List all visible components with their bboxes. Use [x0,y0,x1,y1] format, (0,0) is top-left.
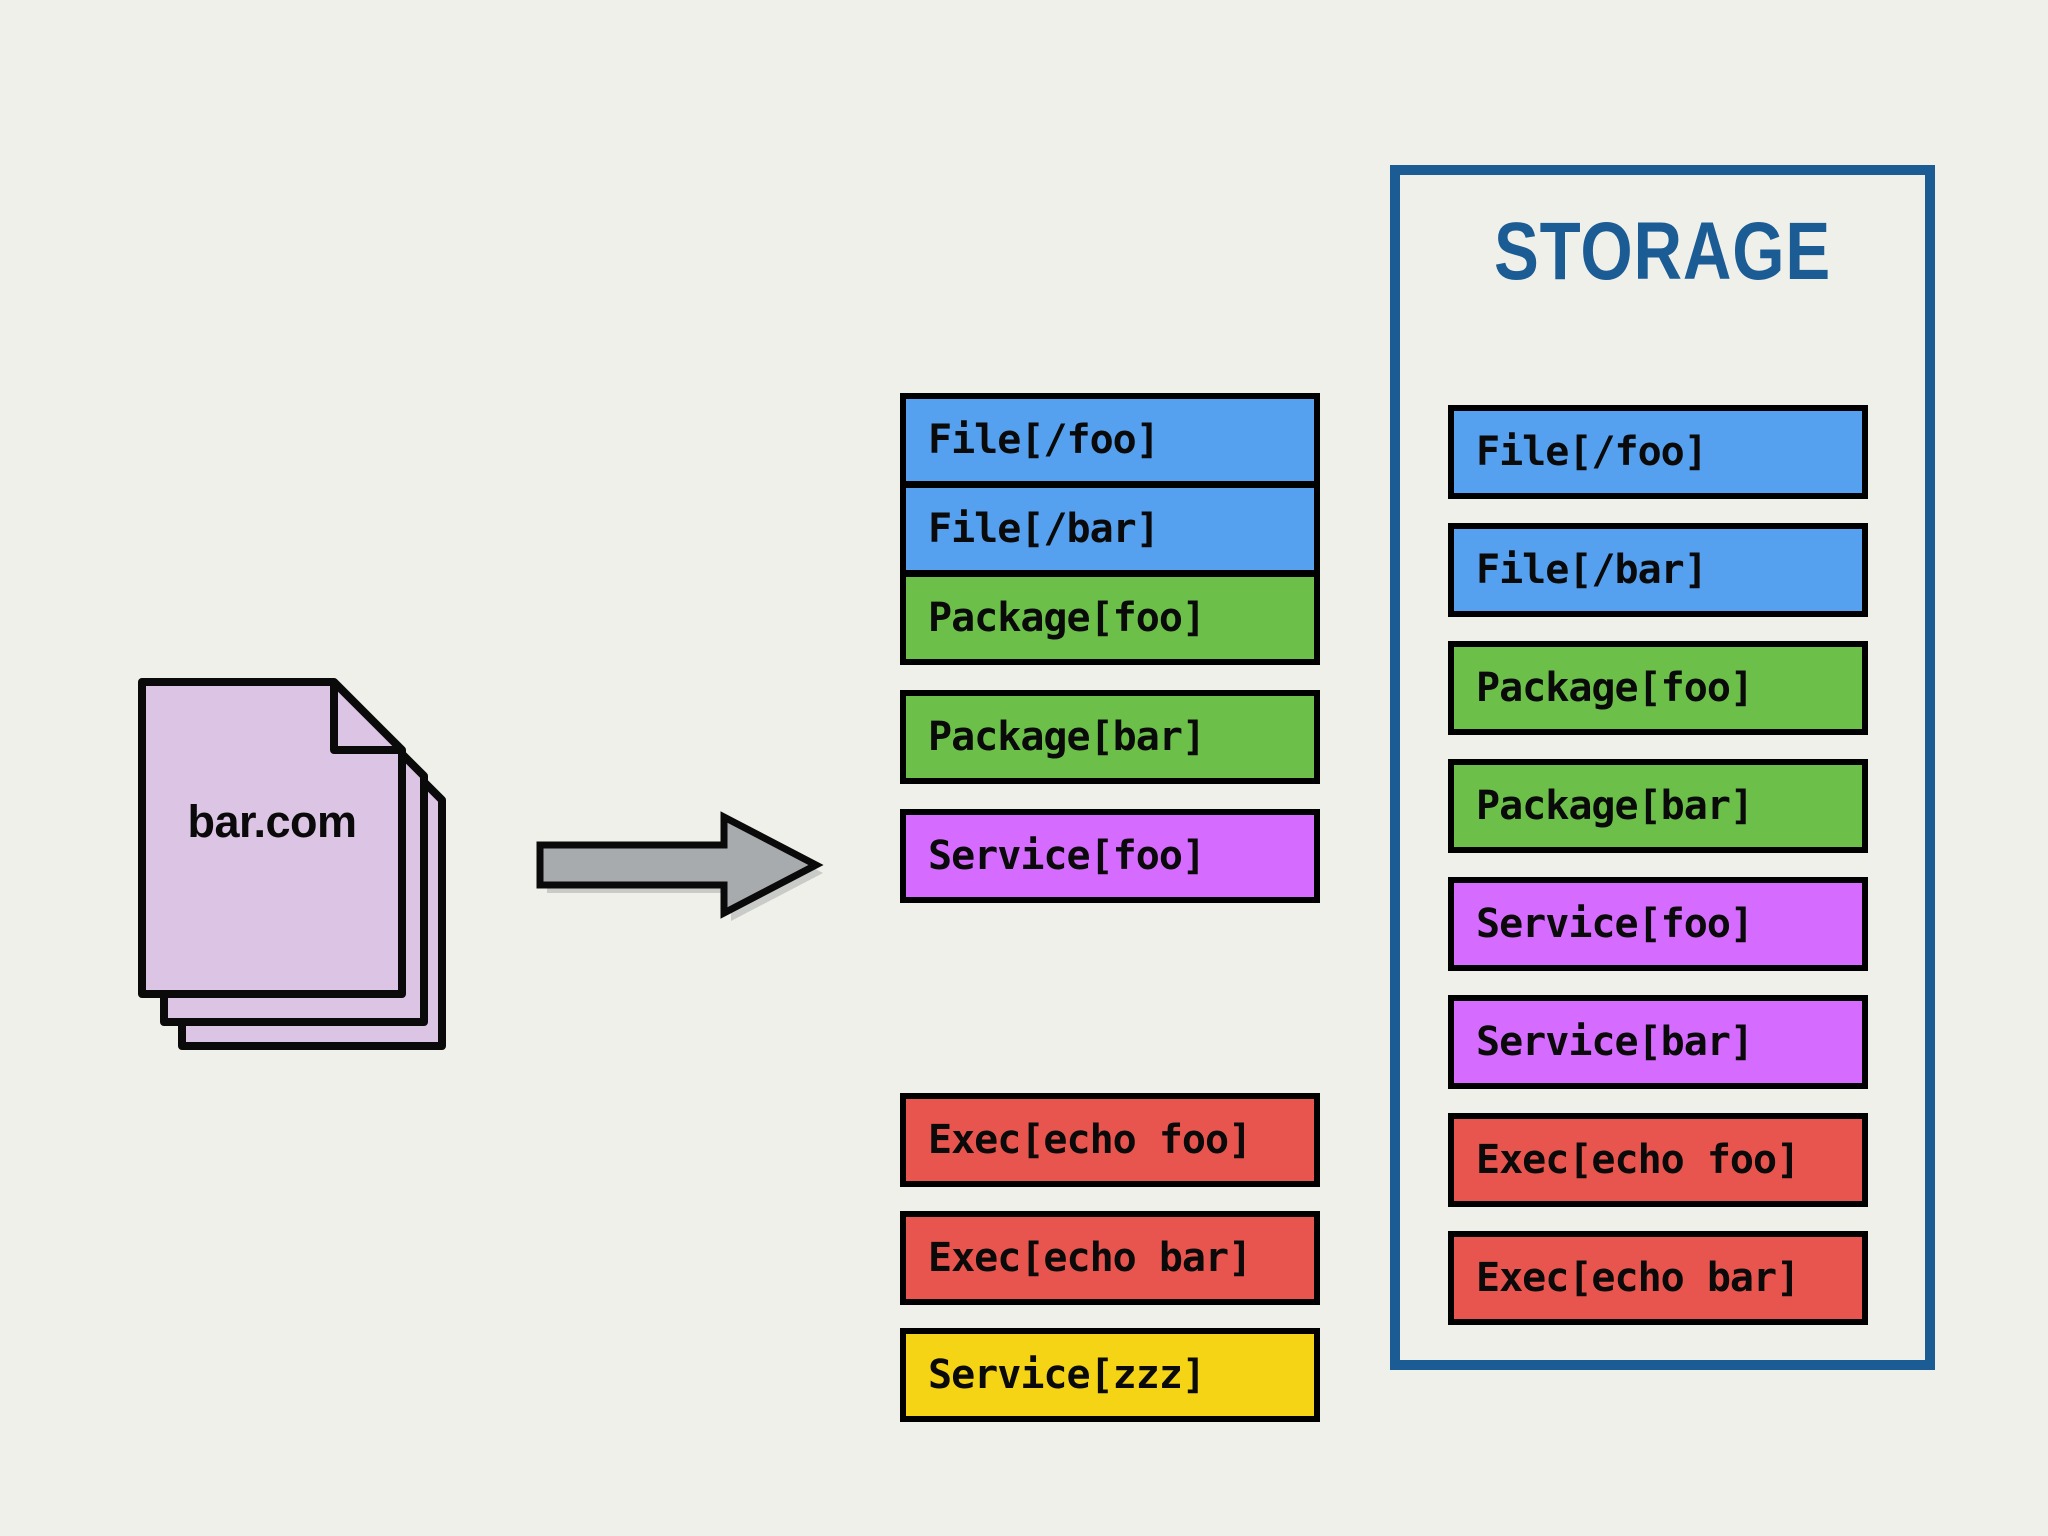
storage-chip-package-bar[interactable]: Package[bar] [1448,759,1868,853]
right-arrow-icon [528,805,828,925]
catalog-chip-file-foo[interactable]: File[/foo] [900,393,1320,487]
source-document-stack: bar.com [138,678,448,1050]
storage-panel-title: STORAGE [1493,206,1832,297]
storage-chip-file-bar[interactable]: File[/bar] [1448,523,1868,617]
storage-column: File[/foo] File[/bar] Package[foo] Packa… [1400,175,1925,1360]
storage-chip-package-foo[interactable]: Package[foo] [1448,641,1868,735]
catalog-chip-exec-echo-foo[interactable]: Exec[echo foo] [900,1093,1320,1187]
catalog-column: File[/foo] File[/bar] Package[foo] Packa… [900,0,1320,1536]
storage-chip-exec-echo-foo[interactable]: Exec[echo foo] [1448,1113,1868,1207]
catalog-chip-service-zzz[interactable]: Service[zzz] [900,1328,1320,1422]
storage-chip-service-foo[interactable]: Service[foo] [1448,877,1868,971]
source-document-label: bar.com [187,796,357,847]
catalog-chip-package-bar[interactable]: Package[bar] [900,690,1320,784]
storage-chip-service-bar[interactable]: Service[bar] [1448,995,1868,1089]
catalog-chip-package-foo[interactable]: Package[foo] [900,571,1320,665]
catalog-chip-service-foo[interactable]: Service[foo] [900,809,1320,903]
storage-chip-file-foo[interactable]: File[/foo] [1448,405,1868,499]
storage-panel: STORAGE File[/foo] File[/bar] Package[fo… [1390,165,1935,1370]
catalog-chip-file-bar[interactable]: File[/bar] [900,482,1320,576]
catalog-chip-exec-echo-bar[interactable]: Exec[echo bar] [900,1211,1320,1305]
storage-chip-exec-echo-bar[interactable]: Exec[echo bar] [1448,1231,1868,1325]
document-page-front: bar.com [138,678,406,998]
